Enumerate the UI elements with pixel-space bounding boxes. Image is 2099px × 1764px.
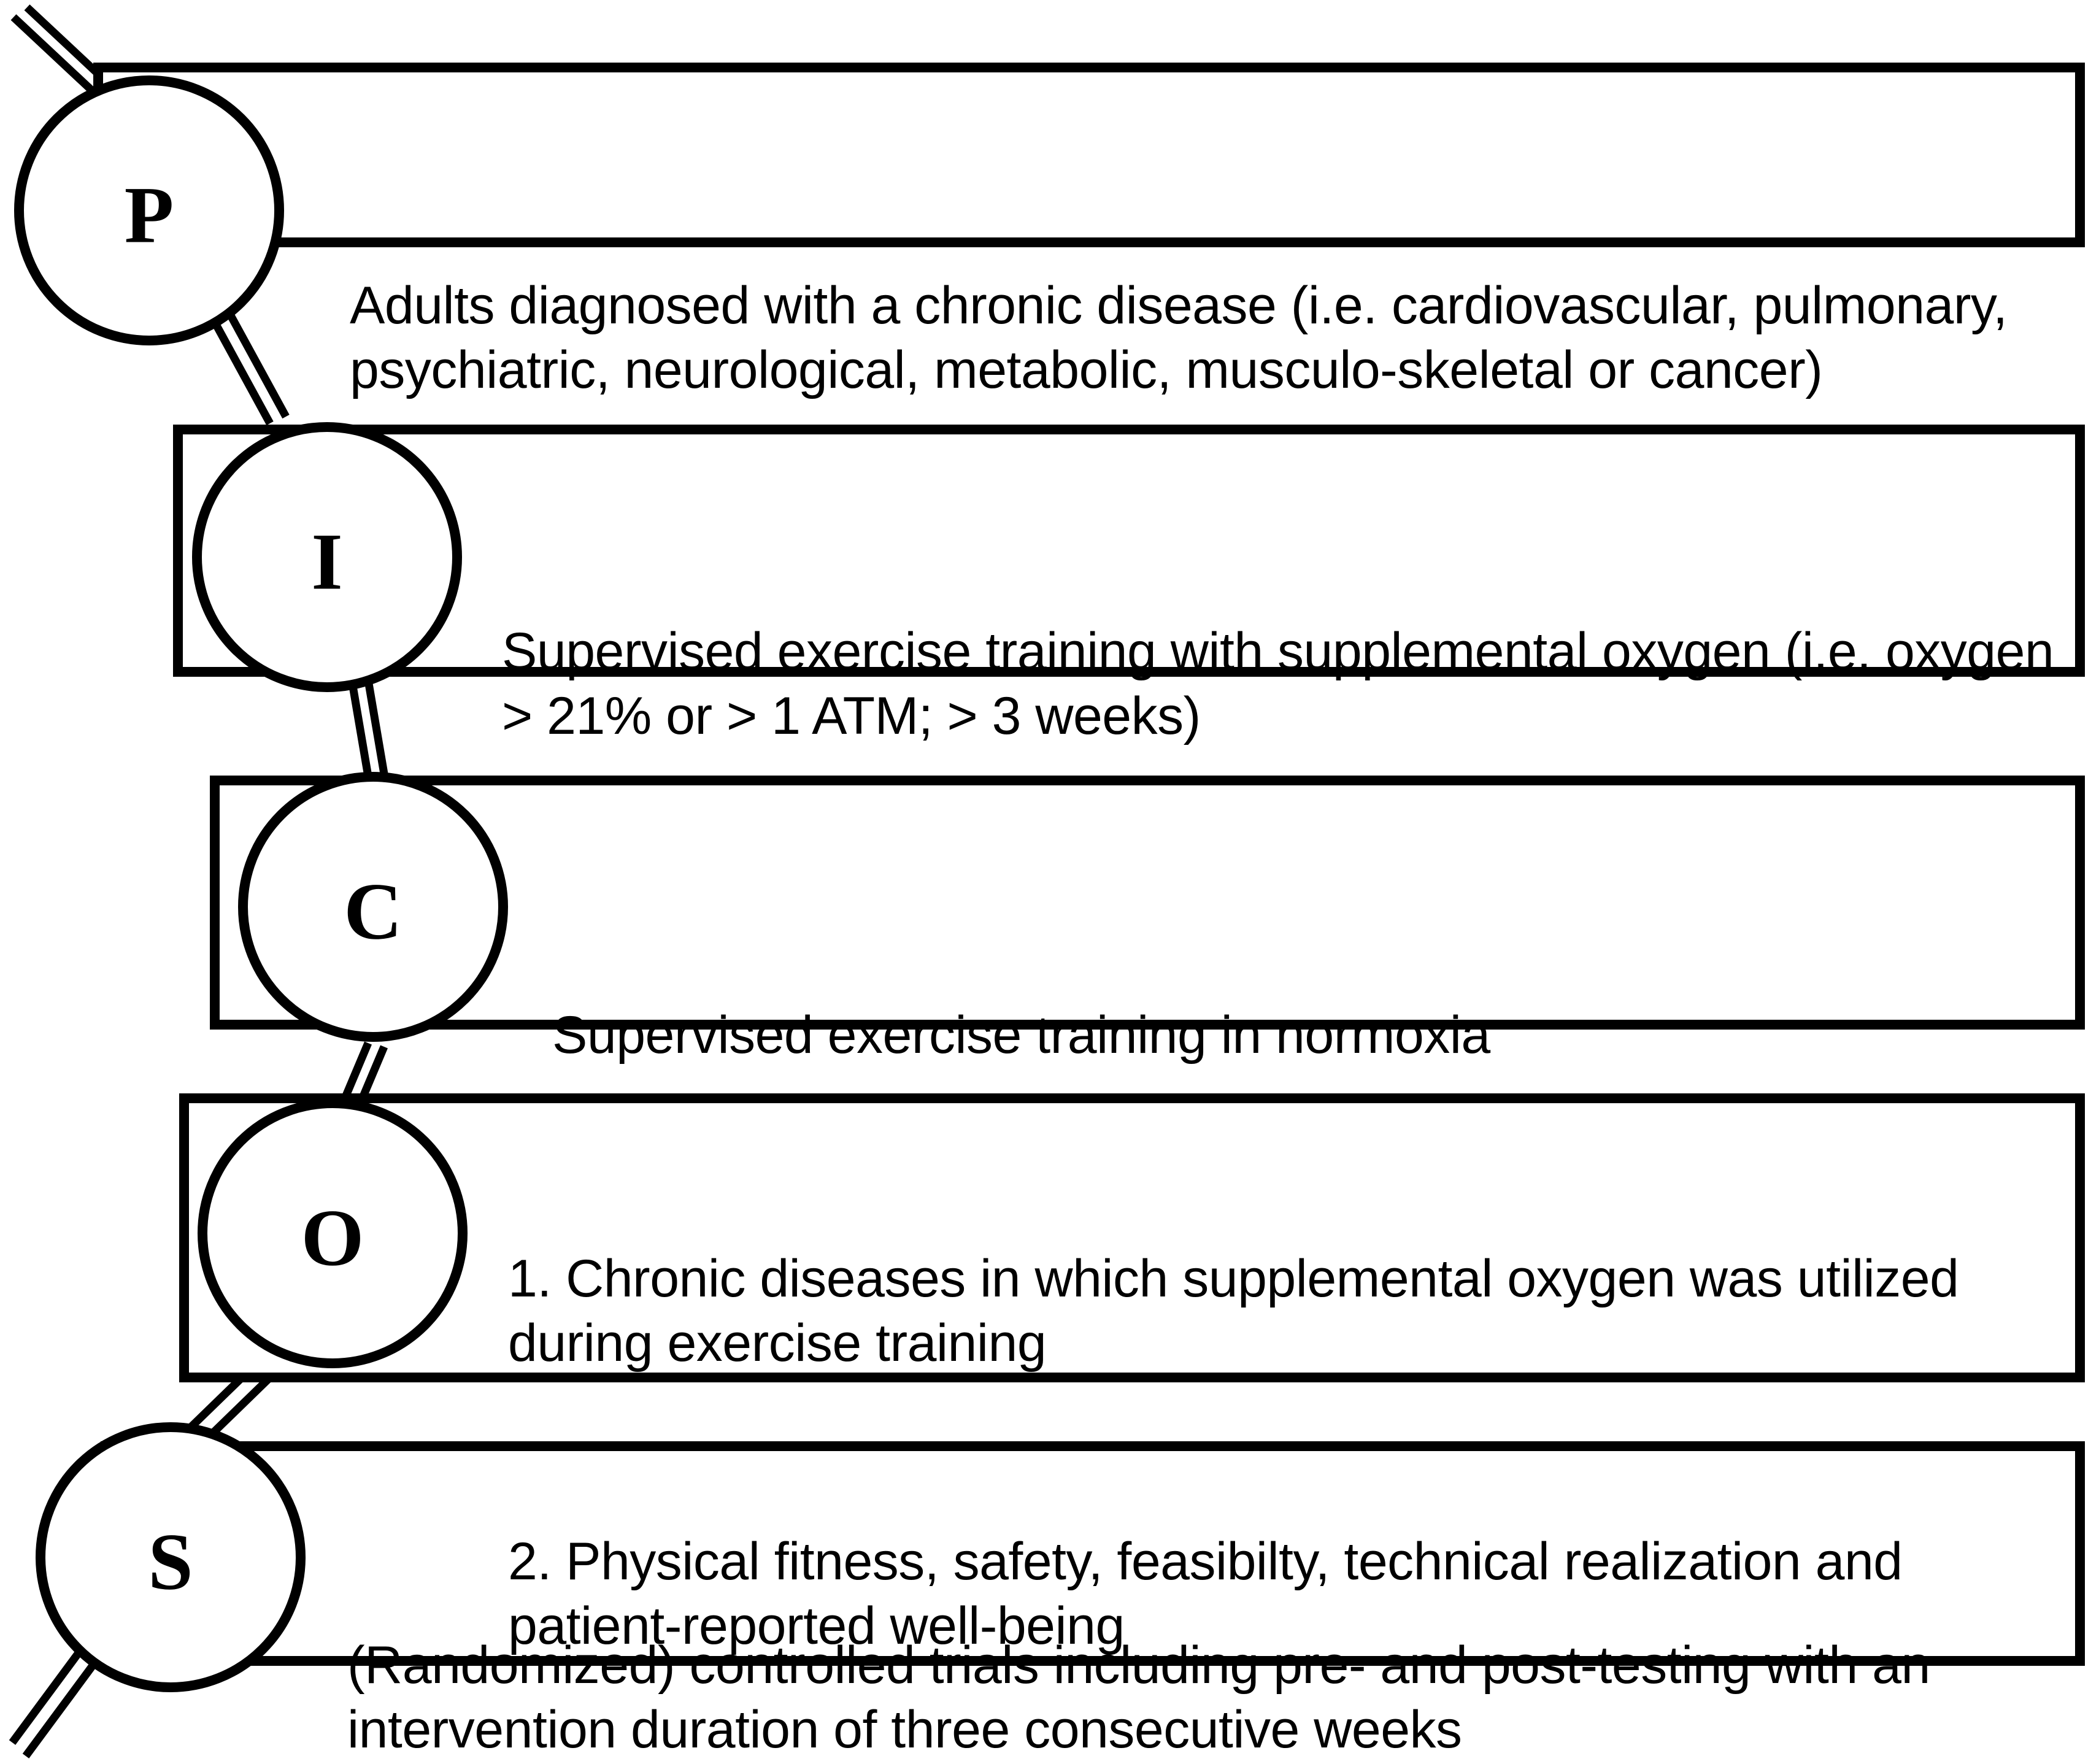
text-box-study-design (101, 1441, 2085, 1666)
circle-study-design (36, 1422, 306, 1692)
text-boxes (93, 63, 2085, 1666)
text-study-design-para-1: (Randomized) controlled trials including… (347, 1635, 1930, 1759)
circle-population (14, 75, 284, 345)
circle-letter-outcome: O (301, 1193, 364, 1283)
text-intervention-para-1: Supervised exercise training with supple… (502, 622, 2054, 745)
circle-outcome (198, 1098, 468, 1368)
circle-letter-intervention: I (311, 517, 342, 607)
picos-circle-letters: P I C O S (125, 170, 402, 1607)
text-outcome: 1. Chronic diseases in which supplementa… (508, 1118, 2054, 1764)
circle-letter-comparison: C (344, 866, 402, 957)
text-box-intervention (173, 425, 2085, 677)
circle-letter-study-design: S (148, 1517, 193, 1607)
text-intervention: Supervised exercise training with supple… (502, 491, 2054, 877)
text-box-comparison (210, 776, 2085, 1030)
text-comparison-para-1: Supervised exercise training in normoxia (552, 1005, 1490, 1065)
text-study-design: (Randomized) controlled trials including… (347, 1504, 2059, 1764)
text-comparison: Supervised exercise training in normoxia (552, 874, 2055, 1196)
circle-comparison (238, 772, 508, 1042)
text-population: Adults diagnosed with a chronic disease … (350, 145, 2055, 531)
text-outcome-para-1: 1. Chronic diseases in which supplementa… (508, 1249, 1959, 1373)
circle-letter-population: P (125, 170, 174, 260)
text-box-population (93, 63, 2085, 247)
text-outcome-para-2: 2. Physical fitness, safety, feasibilty,… (508, 1532, 1903, 1656)
picos-circles (14, 75, 508, 1692)
text-box-outcome (179, 1093, 2085, 1382)
circle-intervention (192, 422, 462, 692)
text-population-para-1: Adults diagnosed with a chronic disease … (350, 275, 2008, 399)
